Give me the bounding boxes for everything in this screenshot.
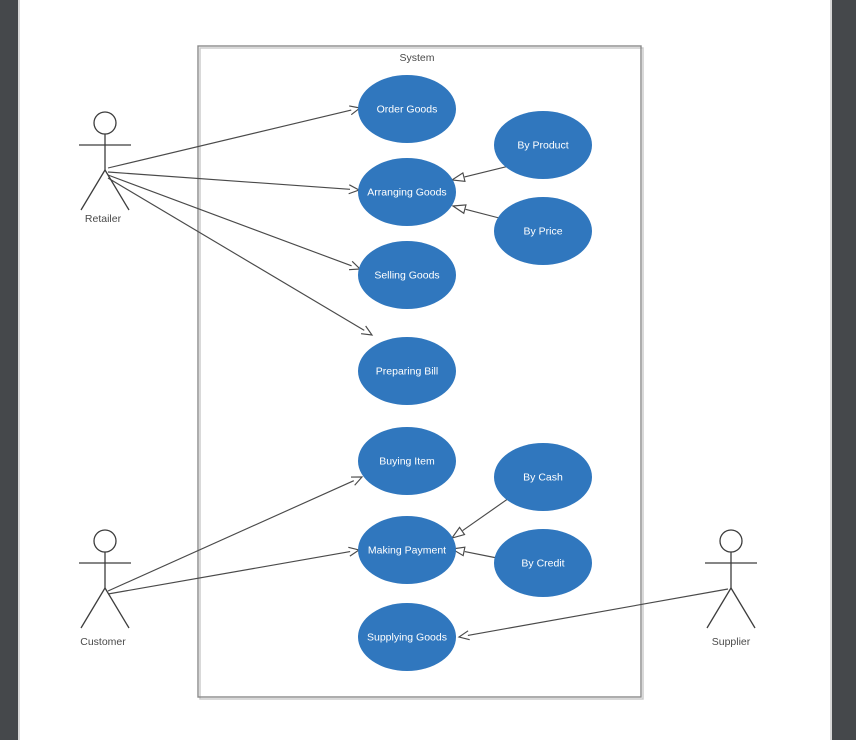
use-case-ellipse[interactable] [494, 111, 592, 179]
system-boundary-shadow [199, 47, 644, 700]
actor-retailer[interactable]: Retailer [79, 111, 131, 225]
use-case-arranging-goods[interactable]: Arranging Goods [358, 158, 456, 226]
relationship-line [107, 480, 355, 592]
use-case-buying-item[interactable]: Buying Item [358, 427, 456, 495]
relationship-line [107, 174, 352, 267]
use-case-by-product[interactable]: By Product [494, 111, 592, 179]
relationship-line [107, 109, 352, 169]
relationship-line [464, 550, 498, 559]
relationship-customer-buying-item[interactable] [107, 476, 364, 592]
use-case-ellipse[interactable] [358, 75, 456, 143]
use-case-ellipse[interactable] [494, 529, 592, 597]
relationship-retailer-preparing-bill[interactable] [107, 177, 374, 336]
system-boundary-label: System [399, 52, 434, 64]
relationship-retailer-order-goods[interactable] [107, 105, 362, 169]
actor-label: Supplier [712, 636, 751, 648]
actor-leg-left [706, 587, 732, 629]
actor-customer[interactable]: Customer [79, 529, 131, 648]
actor-leg-right [104, 587, 130, 629]
generalization-arrowhead [450, 526, 466, 539]
relationship-line [467, 588, 729, 636]
use-case-supplying-goods[interactable]: Supplying Goods [358, 603, 456, 671]
use-case-selling-goods[interactable]: Selling Goods [358, 241, 456, 309]
relationship-line [462, 495, 513, 532]
relationship-layer [107, 105, 729, 641]
generalization-arrowhead [451, 204, 467, 215]
use-case-ellipse[interactable] [358, 427, 456, 495]
use-case-ellipse[interactable] [358, 241, 456, 309]
actor-head-icon [93, 529, 117, 553]
relationship-line [107, 171, 351, 190]
relationship-by-cash-making-payment[interactable] [450, 495, 513, 539]
relationship-by-product-arranging[interactable] [450, 165, 510, 182]
use-case-ellipse[interactable] [494, 443, 592, 511]
association-arrowhead [348, 184, 361, 195]
canvas-seam-left [18, 0, 20, 740]
system-boundary-rect[interactable] [197, 45, 642, 698]
actor-leg-right [104, 169, 130, 211]
relationship-line [107, 177, 365, 331]
use-case-ellipse[interactable] [494, 197, 592, 265]
use-case-ellipse[interactable] [358, 158, 456, 226]
relationship-by-credit-making-payment[interactable] [450, 546, 498, 559]
relationship-supplier-supplying-goods[interactable] [457, 588, 729, 641]
relationship-customer-making-payment[interactable] [107, 546, 361, 595]
use-case-ellipse[interactable] [358, 603, 456, 671]
relationship-line [464, 165, 510, 178]
actor-leg-right [730, 587, 756, 629]
use-case-preparing-bill[interactable]: Preparing Bill [358, 337, 456, 405]
generalization-arrowhead [450, 171, 466, 182]
relationship-by-price-arranging[interactable] [451, 204, 504, 220]
actor-label: Customer [80, 636, 126, 648]
actor-leg-left [80, 169, 106, 211]
association-arrowhead [350, 476, 364, 486]
system-boundary[interactable]: System [197, 45, 644, 700]
association-arrowhead [457, 630, 470, 641]
use-case-order-goods[interactable]: Order Goods [358, 75, 456, 143]
actor-label: Retailer [85, 213, 122, 225]
use-case-ellipse[interactable] [358, 337, 456, 405]
use-case-by-credit[interactable]: By Credit [494, 529, 592, 597]
association-arrowhead [361, 325, 374, 336]
use-case-by-price[interactable]: By Price [494, 197, 592, 265]
relationship-retailer-arranging-goods[interactable] [107, 171, 361, 195]
relationship-retailer-selling-goods[interactable] [107, 174, 362, 271]
actor-head-icon [93, 111, 117, 135]
actor-leg-left [80, 587, 106, 629]
actor-head-icon [719, 529, 743, 553]
actor-supplier[interactable]: Supplier [705, 529, 757, 648]
canvas-seam-right [830, 0, 832, 740]
relationship-line [107, 550, 351, 595]
use-case-making-payment[interactable]: Making Payment [358, 516, 456, 584]
use-case-by-cash[interactable]: By Cash [494, 443, 592, 511]
window-edge-bar-right [832, 0, 856, 740]
use-case-ellipse[interactable] [358, 516, 456, 584]
relationship-line [465, 208, 504, 220]
window-edge-bar-left [0, 0, 18, 740]
